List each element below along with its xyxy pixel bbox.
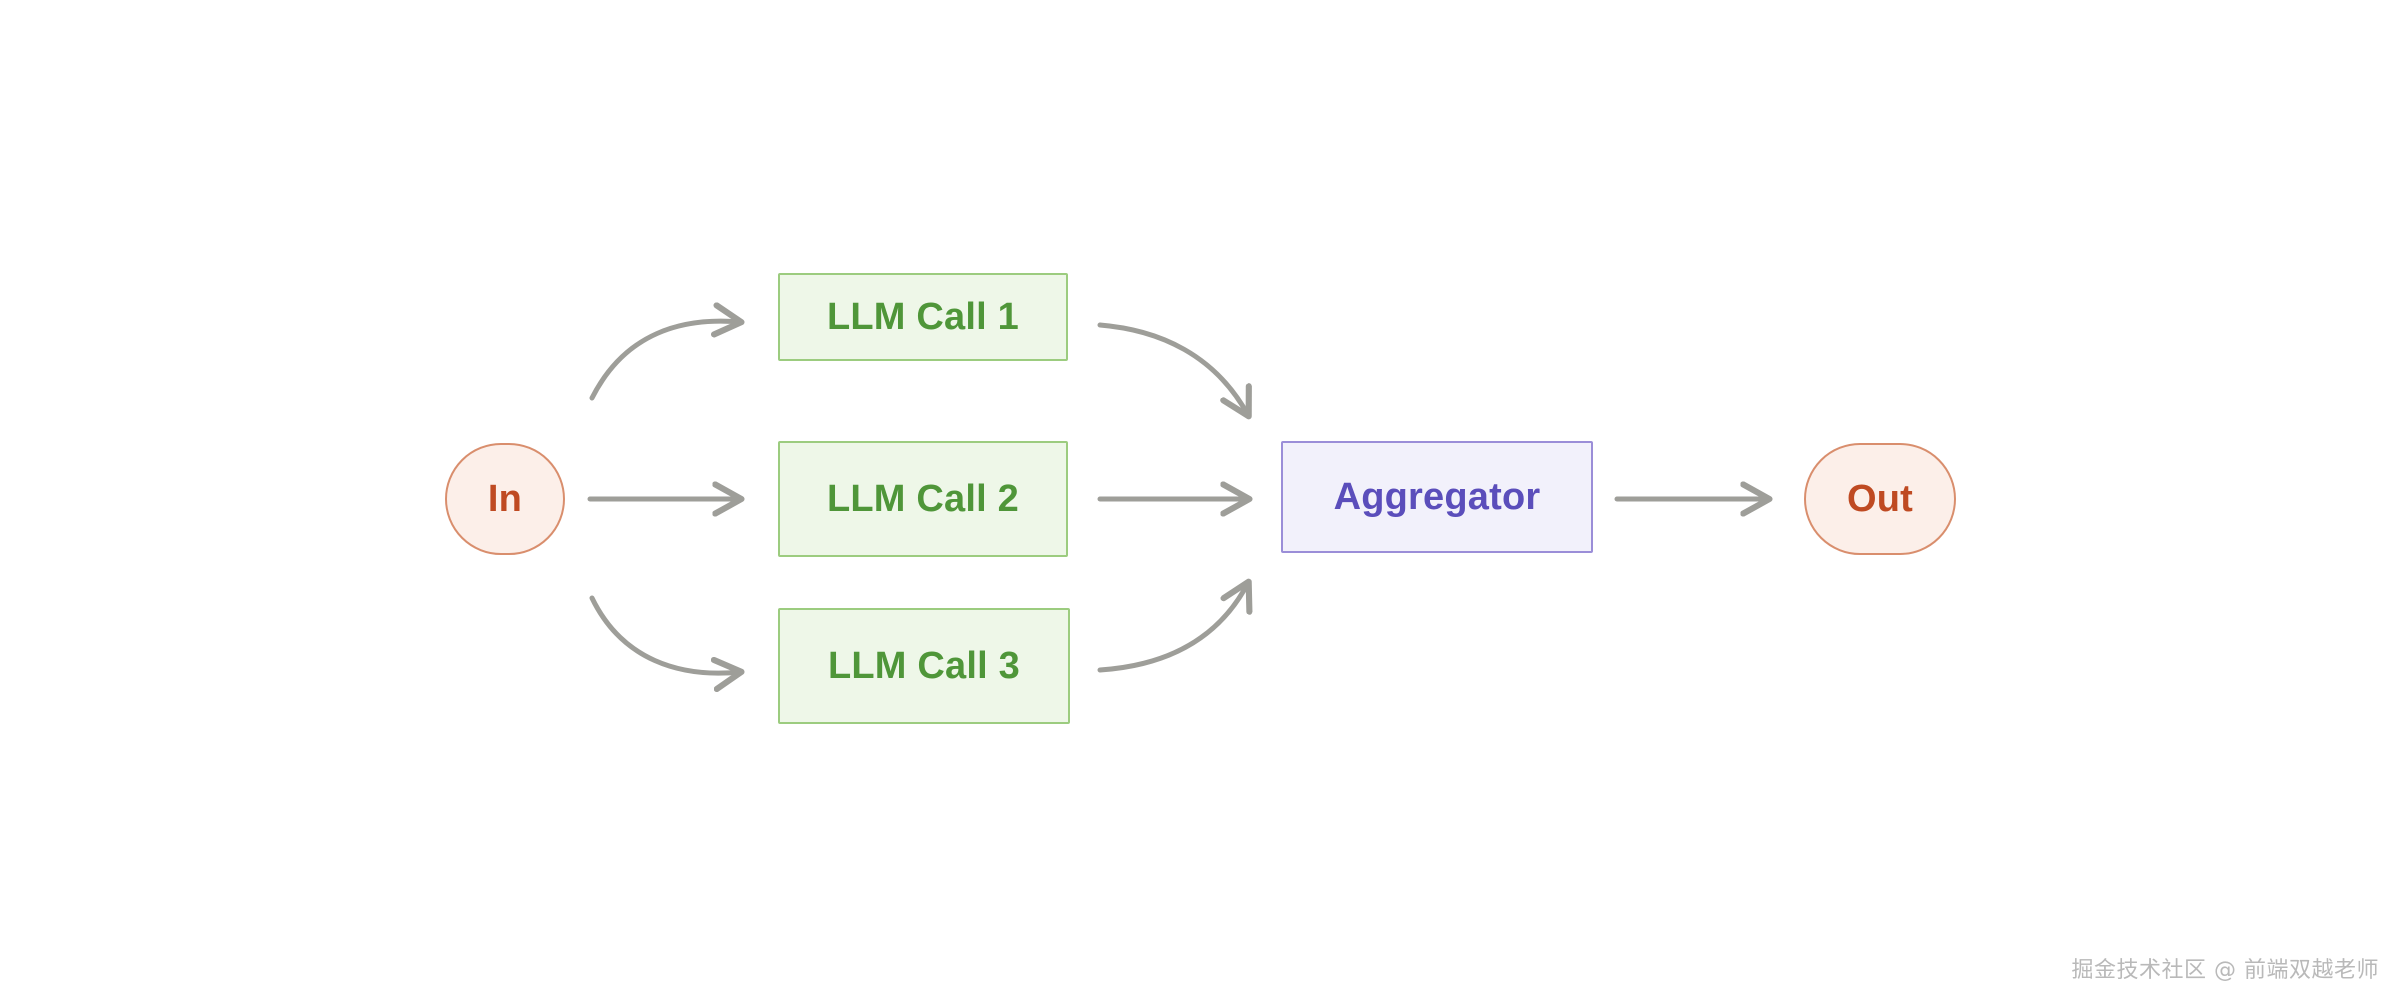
node-out-label: Out <box>1846 477 1914 520</box>
watermark: 掘金技术社区 @ 前端双越老师 <box>2071 958 2379 983</box>
edge-in-to-llm1 <box>589 321 740 401</box>
node-llm-call-2-label: LLM Call 2 <box>826 477 1020 520</box>
node-llm-call-3[interactable]: LLM Call 3 <box>778 608 1070 724</box>
edge-llm1-to-aggregator <box>1097 322 1248 415</box>
node-in-label: In <box>487 477 523 520</box>
node-out[interactable]: Out <box>1804 443 1956 555</box>
edge-llm3-to-aggregator <box>1097 583 1248 673</box>
node-aggregator-label: Aggregator <box>1333 475 1541 518</box>
node-llm-call-3-label: LLM Call 3 <box>827 644 1021 687</box>
edge-in-to-llm3 <box>589 595 740 673</box>
node-llm-call-2[interactable]: LLM Call 2 <box>778 441 1068 557</box>
node-llm-call-1[interactable]: LLM Call 1 <box>778 273 1068 361</box>
node-llm-call-1-label: LLM Call 1 <box>826 295 1020 338</box>
node-in[interactable]: In <box>445 443 565 555</box>
node-aggregator[interactable]: Aggregator <box>1281 441 1593 553</box>
